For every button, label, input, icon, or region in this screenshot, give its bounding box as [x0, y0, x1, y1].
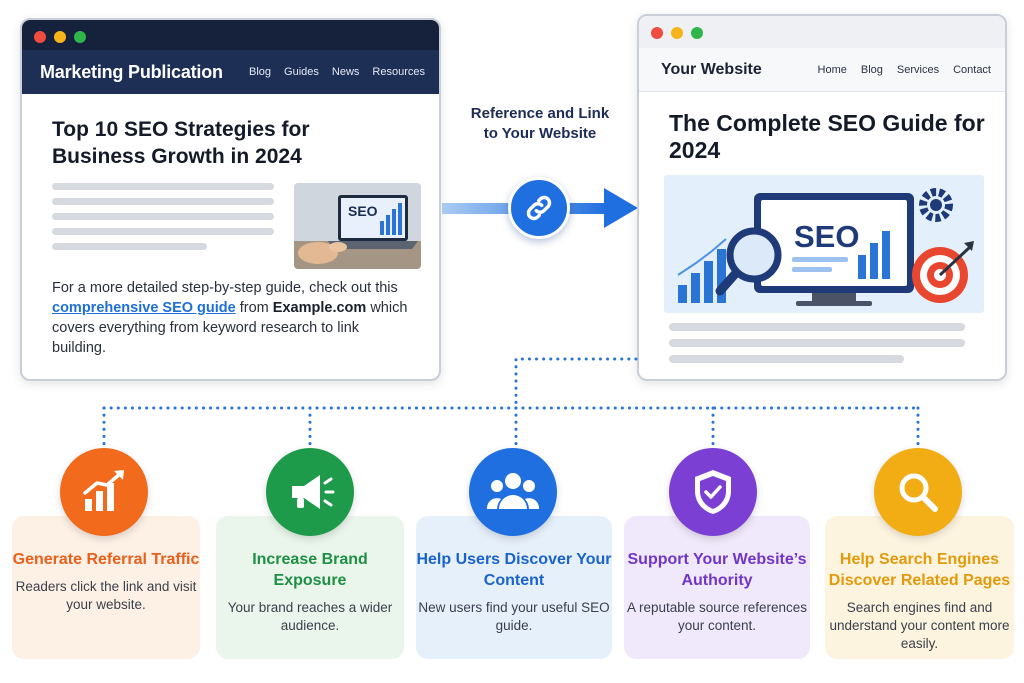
text-placeholder-line: [52, 228, 274, 235]
article-paragraph: For a more detailed step-by-step guide, …: [52, 278, 412, 358]
benefit-description: A reputable source references your conte…: [626, 600, 808, 633]
benefit-card-search-engines: Help Search Engines Discover Related Pag…: [825, 516, 1014, 659]
text-placeholder-line: [669, 323, 965, 331]
benefit-description: Your brand reaches a wider audience.: [227, 600, 393, 633]
article-headline: Top 10 SEO Strategies for Business Growt…: [52, 118, 310, 168]
text-placeholder-line: [52, 213, 274, 220]
example-site-name: Example.com: [272, 300, 367, 316]
benefit-card-authority: Support Your Website’s Authority A reput…: [624, 516, 810, 659]
seo-dashboard-illustration-icon: [677, 188, 974, 306]
maximize-dot-icon[interactable]: [74, 31, 86, 43]
benefit-card-discover-content: Help Users Discover Your Content New use…: [416, 516, 612, 659]
text-placeholder-line: [669, 339, 965, 347]
thumbnail-seo-text: SEO: [348, 203, 378, 219]
nav-item-contact[interactable]: Contact: [953, 63, 991, 76]
article-thumbnail: SEO: [294, 183, 421, 269]
nav-item-resources[interactable]: Resources: [372, 66, 425, 78]
laptop-seo-illustration-icon: [294, 183, 421, 269]
link-icon[interactable]: [508, 177, 570, 239]
nav-item-guides[interactable]: Guides: [284, 66, 319, 78]
paragraph-text-middle: from: [235, 300, 273, 316]
seo-hero-illustration: SEO: [664, 175, 984, 313]
browser-title-bar: [22, 20, 439, 50]
text-placeholder-line: [52, 243, 207, 250]
nav-item-news[interactable]: News: [331, 66, 360, 78]
seo-guide-link[interactable]: comprehensive SEO guide: [52, 300, 236, 316]
shield-check-icon: [669, 448, 757, 536]
publication-brand[interactable]: Marketing Publication: [40, 61, 223, 82]
users-icon: [469, 448, 557, 536]
paragraph-text-after: which covers everything from keyword res…: [52, 300, 408, 356]
nav-item-home[interactable]: Home: [817, 63, 847, 76]
paragraph-text-before: For a more detailed step-by-step guide, …: [52, 280, 398, 296]
maximize-dot-icon[interactable]: [691, 27, 703, 39]
minimize-dot-icon[interactable]: [671, 27, 683, 39]
close-dot-icon[interactable]: [651, 27, 663, 39]
nav-item-blog[interactable]: Blog: [249, 66, 272, 78]
benefit-title: Help Users Discover Your Content: [416, 551, 612, 589]
benefit-description: New users find your useful SEO guide.: [418, 600, 610, 633]
nav-item-services[interactable]: Services: [896, 63, 940, 76]
text-placeholder-line: [52, 183, 274, 190]
publication-browser-window: Marketing Publication Blog Guides News R…: [20, 18, 441, 381]
benefit-title: Support Your Website’s Authority: [627, 551, 807, 589]
benefit-title: Generate Referral Traffic: [12, 551, 200, 568]
browser-title-bar: [639, 16, 1005, 48]
benefit-title: Help Search Engines Discover Related Pag…: [828, 551, 1011, 589]
megaphone-icon: [266, 448, 354, 536]
benefit-title: Increase Brand Exposure: [252, 551, 368, 589]
website-brand[interactable]: Your Website: [661, 60, 762, 78]
guide-headline: The Complete SEO Guide for 2024: [669, 110, 985, 163]
benefit-card-referral-traffic: Generate Referral Traffic Readers click …: [12, 516, 200, 659]
text-placeholder-line: [669, 355, 904, 363]
benefit-description: Readers click the link and visit your we…: [15, 579, 197, 612]
benefit-card-brand-exposure: Increase Brand Exposure Your brand reach…: [216, 516, 404, 659]
benefit-description: Search engines find and understand your …: [829, 600, 1010, 651]
growth-chart-icon: [60, 448, 148, 536]
text-placeholder-line: [52, 198, 274, 205]
minimize-dot-icon[interactable]: [54, 31, 66, 43]
close-dot-icon[interactable]: [34, 31, 46, 43]
reference-link-label: Reference and Link to Your Website: [470, 105, 610, 142]
your-website-browser-window: Your Website Home Blog Services Contact …: [637, 14, 1007, 381]
magnifier-icon: [874, 448, 962, 536]
nav-item-blog[interactable]: Blog: [860, 63, 883, 76]
website-navbar: Your Website Home Blog Services Contact: [639, 48, 1005, 92]
hero-seo-text: SEO: [794, 219, 860, 254]
publication-navbar: Marketing Publication Blog Guides News R…: [22, 50, 439, 94]
